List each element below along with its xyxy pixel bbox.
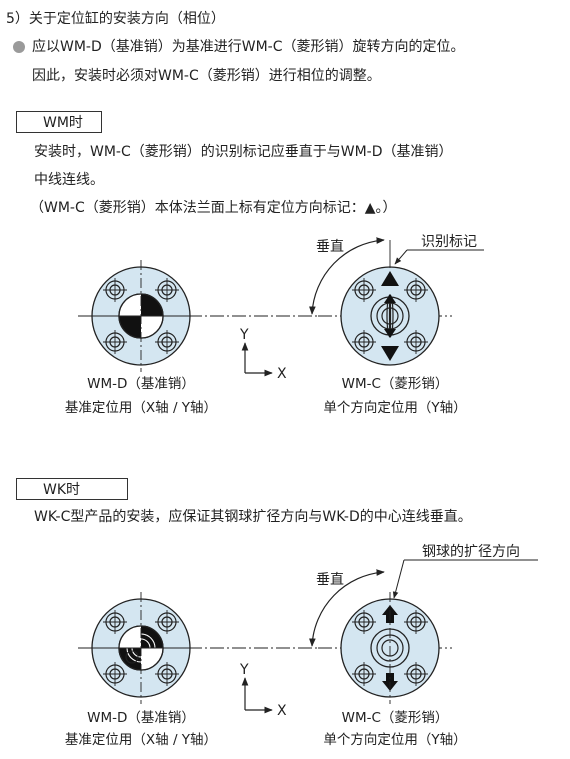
- wk-left-caption-1: WM-D（基准销）: [87, 709, 195, 726]
- bullet-line-2: 因此，安装时必须对WM-C（菱形销）进行相位的调整。: [32, 68, 381, 84]
- wk-desc-line-1: WK-C型产品的安装，应保证其钢球扩径方向与WK-D的中心连线垂直。: [34, 509, 472, 525]
- wm-d-flange: [81, 260, 201, 372]
- wm-desc-line-1: 安装时，WM-C（菱形销）的识别标记应垂直于与WM-D（基准销）: [34, 144, 453, 160]
- wk-label-box: WK时: [16, 478, 128, 500]
- wm-desc-line-2: 中线连线。: [34, 172, 104, 188]
- wk-perpendicular-arc: [309, 569, 385, 647]
- wk-d-flange: [81, 592, 201, 704]
- wm-vertical-label: 垂直: [316, 238, 344, 255]
- bullet-line-1: 应以WM-D（基准销）为基准进行WM-C（菱形销）旋转方向的定位。: [32, 39, 465, 55]
- wm-left-caption-2: 基准定位用（X轴 / Y轴）: [65, 399, 217, 416]
- wk-right-caption-2: 单个方向定位用（Y轴）: [323, 732, 466, 748]
- wm-x-label: X: [277, 366, 287, 382]
- wk-vertical-label: 垂直: [316, 571, 344, 588]
- wm-diagram: 垂直 识别标记 Y X WM-D（基准销） 基准定位用（X轴 / Y轴） WM-…: [65, 234, 484, 416]
- wm-right-caption-2: 单个方向定位用（Y轴）: [323, 400, 466, 416]
- identification-mark-down: [381, 346, 399, 361]
- wm-desc-line-3: （WM-C（菱形销）本体法兰面上标有定位方向标记：▲。）: [30, 200, 397, 216]
- wk-right-caption-1: WM-C（菱形销）: [342, 710, 449, 726]
- perpendicular-arc: [309, 237, 385, 315]
- wk-expand-label: 钢球的扩径方向: [422, 544, 520, 560]
- bullet-icon: [13, 41, 25, 53]
- wm-mark-label: 识别标记: [421, 234, 477, 250]
- section-heading: 5）关于定位缸的安装方向（相位）: [6, 11, 225, 27]
- wm-y-label: Y: [239, 327, 249, 343]
- wm-c-flange: [340, 266, 440, 366]
- wk-c-flange: [340, 592, 440, 704]
- wm-label-box: WM时: [16, 111, 102, 133]
- wk-y-label: Y: [239, 662, 249, 678]
- wk-diagram: 垂直 钢球的扩径方向 Y X WM-D（基准销） 基准定位用（X轴 / Y轴） …: [65, 544, 538, 748]
- wk-x-label: X: [277, 703, 287, 719]
- wm-right-caption-1: WM-C（菱形销）: [342, 376, 449, 392]
- wk-left-caption-2: 基准定位用（X轴 / Y轴）: [65, 731, 217, 748]
- wm-left-caption-1: WM-D（基准销）: [87, 375, 195, 392]
- identification-mark-up: [381, 271, 399, 286]
